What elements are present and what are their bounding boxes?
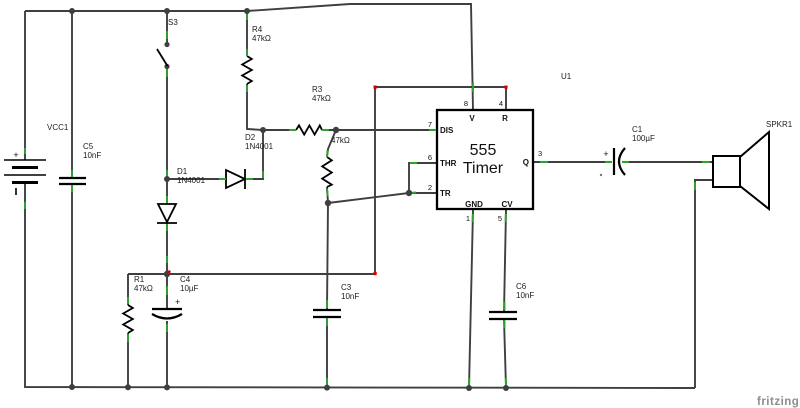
pin-label-r: R	[502, 114, 508, 123]
capacitor-plus-sign: +	[175, 297, 180, 307]
capacitor-c4[interactable]: + C4 10µF	[151, 275, 199, 320]
speaker-horn[interactable]	[739, 129, 770, 212]
part-label-spkr1: SPKR1	[766, 120, 793, 129]
resistor-r1[interactable]: R1 47kΩ	[121, 275, 153, 334]
diode-symbol[interactable]	[225, 168, 248, 190]
resistor-symbol[interactable]	[295, 123, 323, 137]
capacitor-plus-sign: +	[603, 149, 608, 159]
part-value-c1: 100µF	[632, 134, 655, 143]
speaker-spkr1[interactable]: SPKR1	[712, 120, 793, 212]
capacitor-symbol[interactable]	[489, 310, 517, 321]
wire-net[interactable]	[24, 3, 713, 389]
part-value-c5: 10nF	[83, 151, 101, 160]
switch-blade[interactable]	[156, 48, 169, 67]
part-label-d2: D2	[245, 133, 256, 142]
pin-number-4: 4	[499, 99, 503, 108]
part-value-c3: 10nF	[341, 292, 359, 301]
capacitor-c1[interactable]: + C1 100µF	[599, 125, 655, 177]
part-value-d1: 1N4001	[177, 176, 206, 185]
pin-number-1: 1	[466, 214, 470, 223]
part-value-r3: 47kΩ	[312, 94, 331, 103]
part-value-d2: 1N4001	[245, 142, 274, 151]
resistor-symbol[interactable]	[121, 304, 135, 334]
junction-dots	[69, 8, 509, 391]
pin-number-5: 5	[498, 214, 502, 223]
diode-d2[interactable]: D2 1N4001	[225, 133, 274, 190]
ic-title-line1: 555	[470, 142, 497, 159]
part-label-d1: D1	[177, 167, 188, 176]
battery-vcc1[interactable]: + VCC1	[4, 123, 69, 195]
part-value-r4: 47kΩ	[252, 34, 271, 43]
capacitor-curved-plate[interactable]	[151, 313, 183, 320]
capacitor-curved-plate[interactable]	[617, 147, 626, 176]
capacitor-c6[interactable]: C6 10nF	[489, 282, 534, 321]
part-label-u1: U1	[561, 72, 572, 81]
pin-label-thr: THR	[440, 159, 457, 168]
resistor-symbol[interactable]	[320, 156, 334, 188]
switch-contact-bottom	[164, 63, 170, 70]
part-label-r1: R1	[134, 275, 145, 284]
pin-label-gnd: GND	[465, 200, 483, 209]
pin-number-7: 7	[428, 120, 432, 129]
part-value-c4: 10µF	[180, 284, 199, 293]
capacitor-symbol[interactable]	[313, 308, 341, 319]
capacitor-c3[interactable]: C3 10nF	[313, 283, 359, 319]
pin-number-2: 2	[428, 183, 432, 192]
pin-number-6: 6	[428, 153, 432, 162]
pin-number-3: 3	[538, 149, 542, 158]
pin-label-tr: TR	[440, 189, 451, 198]
ic-title-line2: Timer	[463, 160, 504, 177]
ic-body[interactable]	[435, 108, 535, 211]
wire-end-markers	[167, 85, 508, 276]
part-value-r1: 47kΩ	[134, 284, 153, 293]
switch-s3[interactable]: S3	[156, 18, 178, 70]
part-value-r2: 47kΩ	[331, 136, 350, 145]
part-label-c1: C1	[632, 125, 643, 134]
part-label-c3: C3	[341, 283, 352, 292]
battery-symbol[interactable]	[4, 159, 46, 176]
part-label-r4: R4	[252, 25, 263, 34]
pin-label-dis: DIS	[440, 126, 454, 135]
part-value-c6: 10nF	[516, 291, 534, 300]
diode-d1[interactable]: D1 1N4001	[156, 167, 206, 225]
battery-symbol-short-plates[interactable]	[12, 166, 38, 184]
part-label-c4: C4	[180, 275, 191, 284]
capacitor-c5[interactable]: C5 10nF	[59, 142, 101, 186]
pin-label-v: V	[469, 114, 475, 123]
stray-dot	[599, 173, 603, 177]
pin-label-q: Q	[523, 158, 529, 167]
part-label-r3: R3	[312, 85, 323, 94]
part-label-c5: C5	[83, 142, 94, 151]
pin-label-cv: CV	[501, 200, 513, 209]
resistor-r3[interactable]: R3 47kΩ	[295, 85, 331, 137]
speaker-body[interactable]	[712, 155, 741, 188]
resistor-symbol[interactable]	[240, 55, 254, 85]
ic-555-timer[interactable]: 555 Timer U1 8 4 7 6 2 3 1 5 V R DIS THR…	[428, 72, 572, 223]
switch-contact-top	[164, 41, 170, 48]
fritzing-watermark: fritzing	[757, 396, 799, 408]
capacitor-symbol[interactable]	[59, 176, 86, 186]
resistor-r2[interactable]: 47kΩ	[320, 136, 350, 188]
pin-number-8: 8	[464, 99, 468, 108]
part-label-vcc1: VCC1	[47, 123, 69, 132]
part-label-s3: S3	[168, 18, 178, 27]
part-label-c6: C6	[516, 282, 527, 291]
battery-plus-sign: +	[13, 150, 18, 160]
resistor-r4[interactable]: R4 47kΩ	[240, 25, 271, 85]
diode-symbol[interactable]	[156, 203, 178, 225]
connection-marks	[24, 13, 710, 386]
